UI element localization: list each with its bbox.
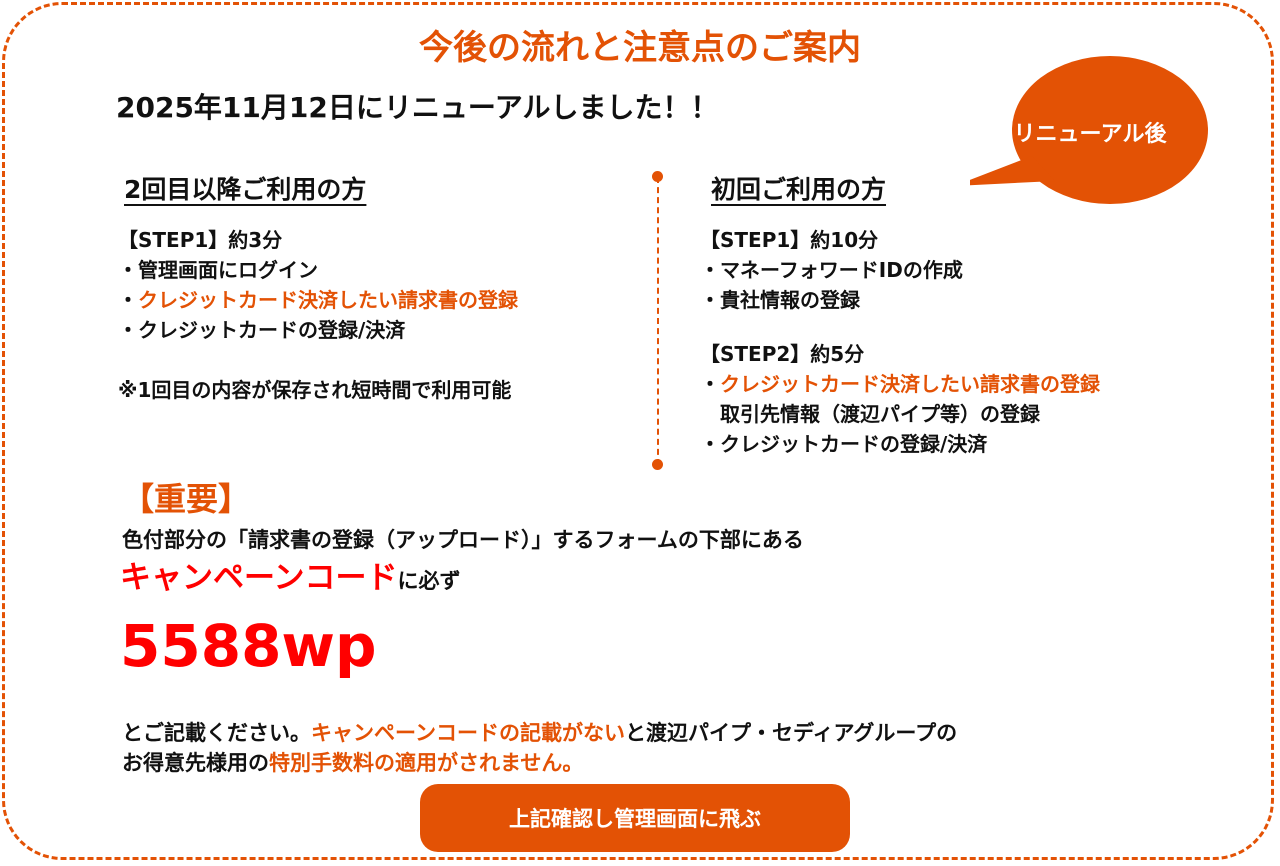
list-item: ・管理画面にログイン [118,258,318,282]
text: と渡辺パイプ・セディアグループの [624,721,958,745]
list-item: ・クレジットカード決済したい請求書の登録 [700,369,1100,399]
step1-label: 【STEP1】約3分 [118,228,283,252]
list-item: ・クレジットカード決済したい請求書の登録 [118,285,518,315]
divider-dot [652,171,663,182]
campaign-code: 5588wp [120,612,377,680]
highlight-text: 特別手数料の適用がされません。 [269,751,584,775]
text: とご記載ください。 [122,721,311,745]
footer-line: とご記載ください。キャンペーンコードの記載がないと渡辺パイプ・セディアグループの [122,718,957,748]
step1-label: 【STEP1】約10分 [700,228,879,252]
returning-heading: 2回目以降ご利用の方 [124,175,367,204]
list-item-sub: 取引先情報（渡辺パイプ等）の登録 [720,402,1040,426]
important-line2: キャンペーンコードに必ず [120,552,460,597]
bubble-label: リニューアル後 [1013,122,1167,147]
first-time-steps: 【STEP1】約10分 ・マネーフォワードIDの作成 ・貴社情報の登録 【STE… [700,225,1100,459]
bullet: ・ [700,372,720,396]
text: お得意先様用の [122,751,269,775]
highlight-text: キャンペーンコードの記載がない [311,721,625,745]
first-time-heading: 初回ご利用の方 [711,175,887,204]
column-divider [657,177,659,465]
returning-note: ※1回目の内容が保存され短時間で利用可能 [118,378,512,402]
speech-bubble-icon [970,56,1208,204]
must-text: に必ず [397,569,461,593]
important-footer: とご記載ください。キャンペーンコードの記載がないと渡辺パイプ・セディアグループの… [122,718,957,778]
page-title: 今後の流れと注意点のご案内 [419,28,861,68]
step2-label: 【STEP2】約5分 [700,342,865,366]
list-item: ・マネーフォワードIDの作成 [700,258,963,282]
campaign-code-label: キャンペーンコード [120,560,398,596]
go-to-admin-button[interactable]: 上記確認し管理画面に飛ぶ [420,784,850,852]
returning-steps: 【STEP1】約3分 ・管理画面にログイン ・クレジットカード決済したい請求書の… [118,225,518,405]
divider-dot [652,459,663,470]
important-line1: 色付部分の「請求書の登録（アップロード）」するフォームの下部にある [122,528,804,552]
highlight-text: クレジットカード決済したい請求書の登録 [138,288,518,312]
footer-line: お得意先様用の特別手数料の適用がされません。 [122,748,957,778]
list-item: ・クレジットカードの登録/決済 [118,318,406,342]
list-item: ・貴社情報の登録 [700,288,860,312]
list-item: ・クレジットカードの登録/決済 [700,432,988,456]
renewal-notice: 2025年11月12日にリニューアルしました！！ [116,91,719,124]
highlight-text: クレジットカード決済したい請求書の登録 [720,372,1100,396]
bullet: ・ [118,288,138,312]
important-label: 【重要】 [122,480,251,518]
